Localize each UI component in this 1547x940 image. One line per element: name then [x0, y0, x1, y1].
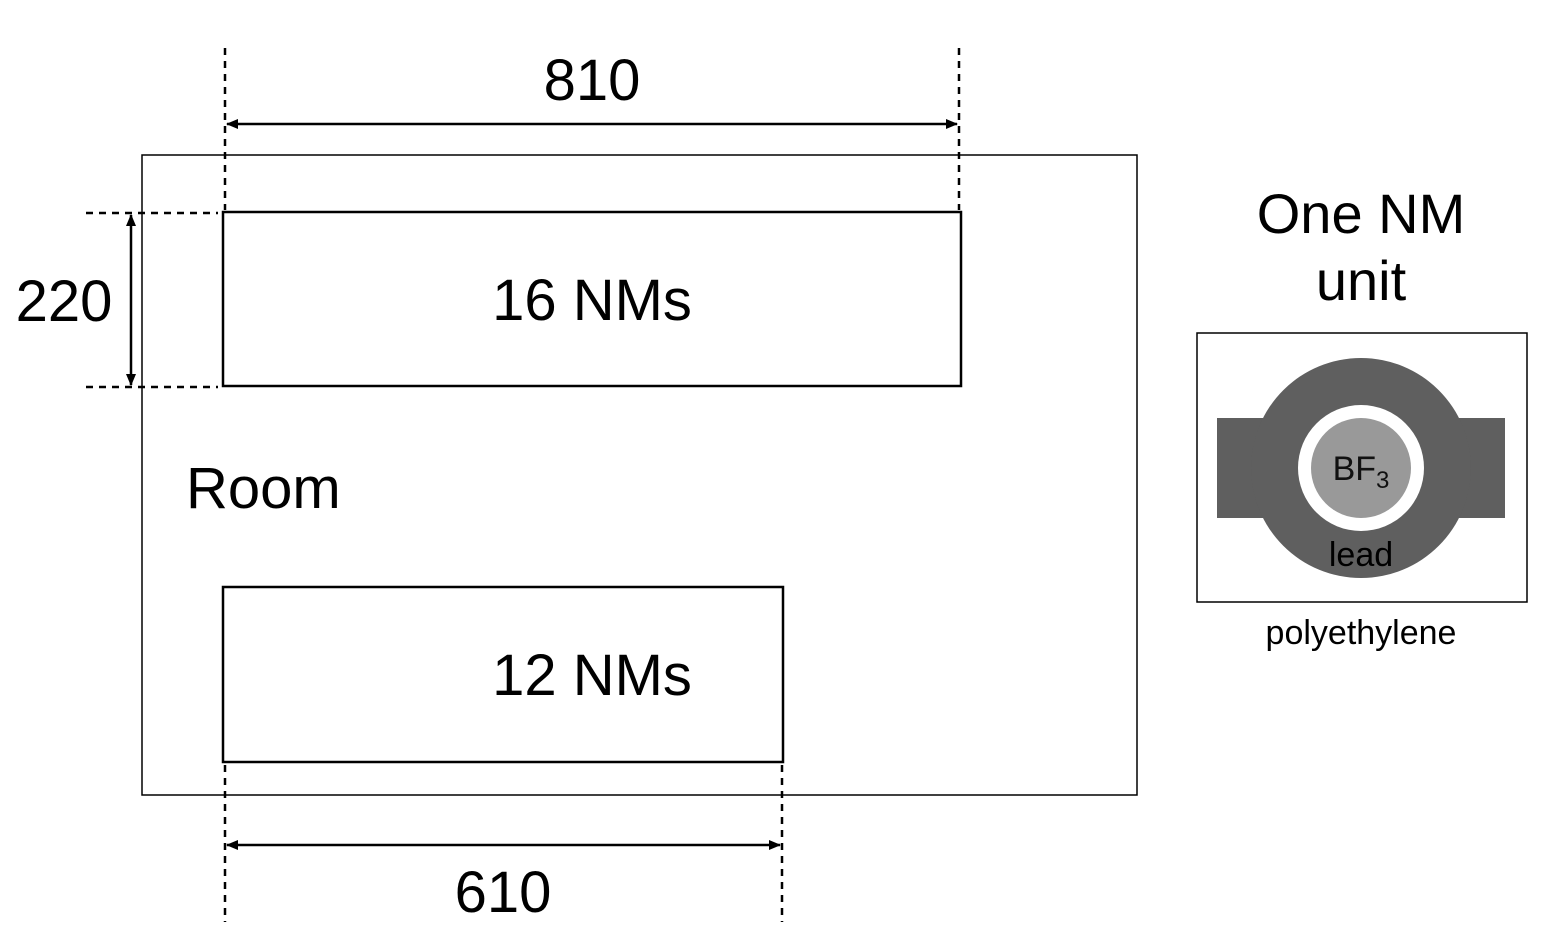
room-label: Room [186, 456, 341, 521]
array-bottom-label: 12 NMs [492, 643, 692, 708]
bf3-label: BF3 [1333, 450, 1390, 494]
top-width-label: 810 [544, 48, 641, 113]
bf3-label-main: BF [1333, 450, 1376, 488]
array-top-box [221, 210, 963, 388]
height-label: 220 [16, 269, 113, 334]
lead-label: lead [1329, 536, 1393, 574]
room-outline [141, 154, 1138, 796]
array-bottom-box [221, 585, 785, 764]
bf3-counter [1311, 418, 1411, 518]
unit-title-line1: One NM [1257, 182, 1466, 245]
bottom-width-label: 610 [455, 860, 552, 925]
bf3-label-subscript: 3 [1376, 467, 1389, 494]
array-top-label: 16 NMs [492, 268, 692, 333]
polyethylene-label: polyethylene [1266, 614, 1457, 652]
unit-title-line2: unit [1316, 249, 1407, 312]
